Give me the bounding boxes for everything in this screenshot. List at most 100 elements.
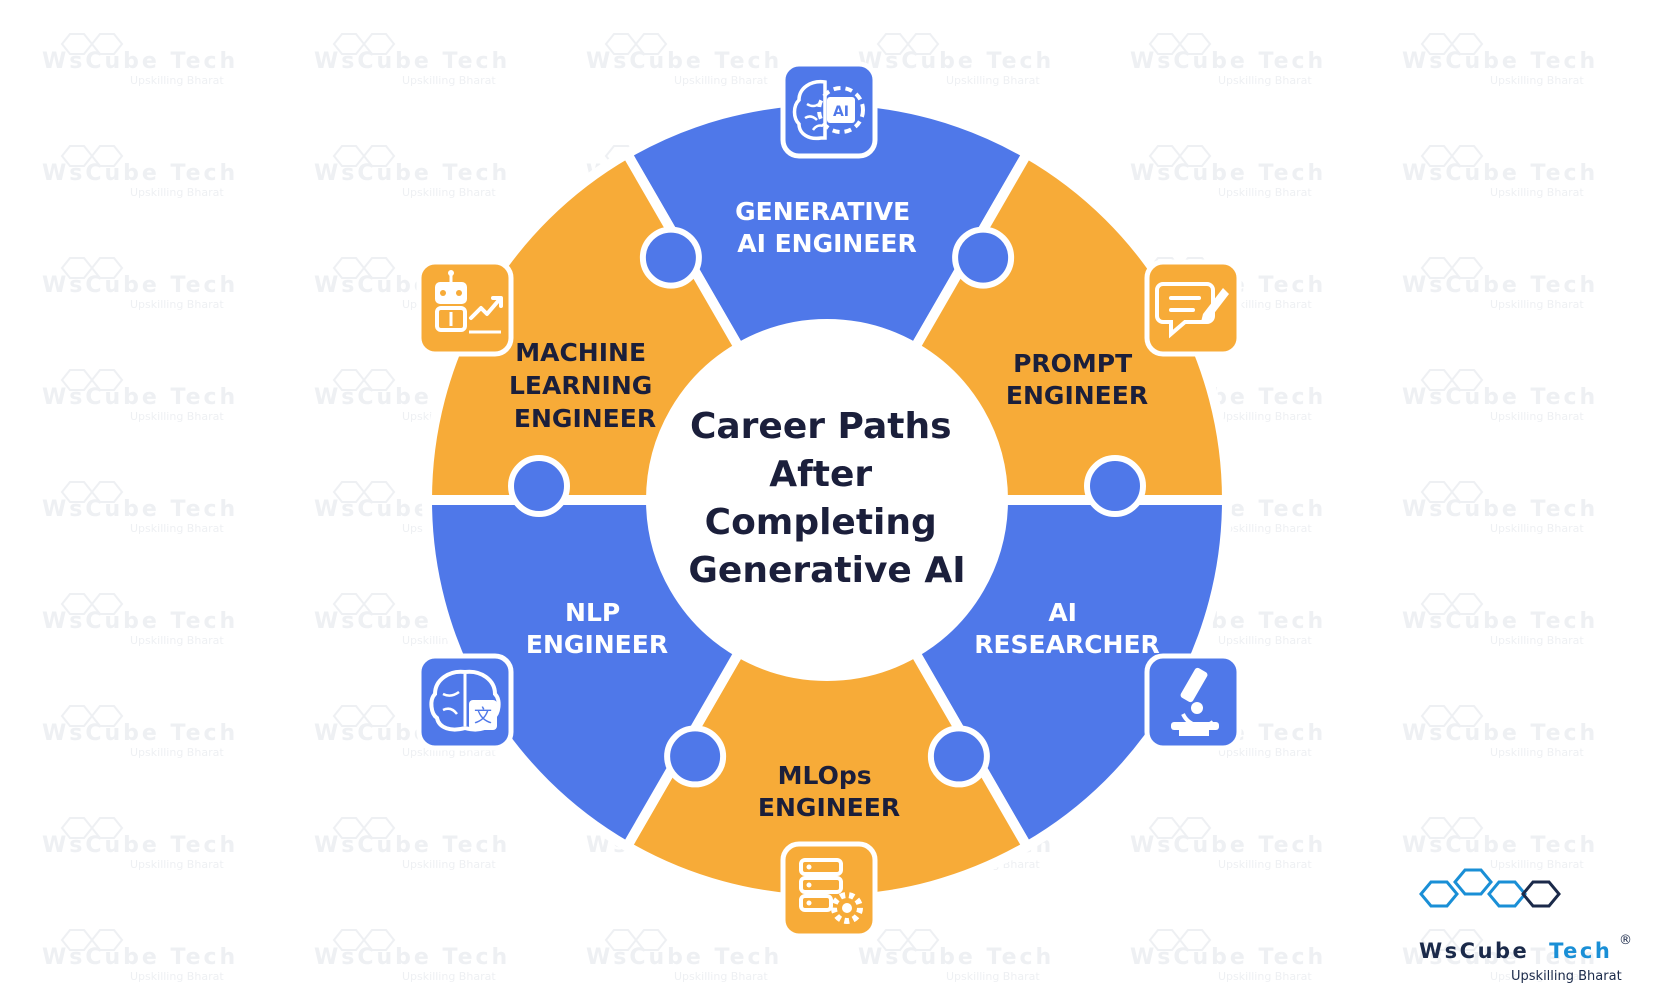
- logo-tagline: Upskilling Bharat: [1511, 969, 1622, 984]
- svg-text:WsCube Tech: WsCube Tech: [1130, 161, 1326, 186]
- svg-text:Upskilling Bharat: Upskilling Bharat: [130, 74, 224, 87]
- svg-text:WsCube Tech: WsCube Tech: [1402, 497, 1598, 522]
- segment-label-line: ENGINEER: [758, 793, 900, 822]
- svg-text:Upskilling Bharat: Upskilling Bharat: [1218, 746, 1312, 759]
- center-title-line: After: [769, 454, 872, 495]
- segment-label-line: LEARNING: [509, 371, 652, 400]
- robot-chart-icon: [416, 259, 514, 357]
- svg-text:Upskilling Bharat: Upskilling Bharat: [1490, 970, 1584, 983]
- logo-wordmark: WsCube Tech: [1419, 939, 1612, 963]
- svg-text:Upskilling Bharat: Upskilling Bharat: [402, 858, 496, 871]
- center-title: Career Paths After Completing Generative…: [688, 406, 965, 591]
- segment-label-line: AI ENGINEER: [737, 229, 917, 258]
- microscope-icon: [1144, 653, 1242, 751]
- segment-label-line: NLP: [565, 598, 620, 627]
- svg-text:Upskilling Bharat: Upskilling Bharat: [674, 970, 768, 983]
- svg-text:WsCube Tech: WsCube Tech: [42, 609, 238, 634]
- svg-text:Upskilling Bharat: Upskilling Bharat: [1490, 634, 1584, 647]
- svg-text:WsCube Tech: WsCube Tech: [42, 161, 238, 186]
- puzzle-knob: [952, 226, 1015, 289]
- logo-brand-word: WsCube: [1419, 939, 1529, 963]
- svg-text:WsCube Tech: WsCube Tech: [858, 49, 1054, 74]
- segment-label-machine-learning-engineer: MACHINE LEARNING ENGINEER: [509, 338, 661, 433]
- center-title-line: Career Paths: [690, 406, 952, 447]
- svg-text:WsCube Tech: WsCube Tech: [42, 49, 238, 74]
- center-disc: Career Paths After Completing Generative…: [649, 322, 1005, 678]
- svg-text:Upskilling Bharat: Upskilling Bharat: [1490, 298, 1584, 311]
- svg-text:Upskilling Bharat: Upskilling Bharat: [1218, 74, 1312, 87]
- svg-text:WsCube Tech: WsCube Tech: [314, 161, 510, 186]
- svg-text:Upskilling Bharat: Upskilling Bharat: [1218, 970, 1312, 983]
- puzzle-knob: [927, 725, 990, 788]
- svg-text:Upskilling Bharat: Upskilling Bharat: [130, 970, 224, 983]
- svg-text:WsCube Tech: WsCube Tech: [314, 49, 510, 74]
- puzzle-knob: [1084, 455, 1146, 517]
- segment-label-line: ENGINEER: [514, 404, 656, 433]
- svg-text:Upskilling Bharat: Upskilling Bharat: [402, 74, 496, 87]
- svg-text:Upskilling Bharat: Upskilling Bharat: [1218, 298, 1312, 311]
- svg-text:WsCube Tech: WsCube Tech: [42, 497, 238, 522]
- segment-label-line: RESEARCHER: [974, 630, 1160, 659]
- svg-text:WsCube Tech: WsCube Tech: [1402, 833, 1598, 858]
- center-title-line: Generative AI: [688, 550, 965, 591]
- puzzle-knob: [664, 725, 727, 788]
- svg-text:WsCube Tech: WsCube Tech: [42, 833, 238, 858]
- svg-text:WsCube Tech: WsCube Tech: [1402, 609, 1598, 634]
- svg-text:WsCube Tech: WsCube Tech: [314, 945, 510, 970]
- svg-text:Upskilling Bharat: Upskilling Bharat: [946, 970, 1040, 983]
- center-circle: [649, 322, 1005, 678]
- server-gear-icon: [780, 841, 878, 939]
- svg-text:Upskilling Bharat: Upskilling Bharat: [946, 74, 1040, 87]
- registered-mark: ®: [1619, 933, 1632, 948]
- svg-text:Upskilling Bharat: Upskilling Bharat: [1490, 522, 1584, 535]
- svg-text:Upskilling Bharat: Upskilling Bharat: [1490, 858, 1584, 871]
- svg-text:WsCube Tech: WsCube Tech: [586, 945, 782, 970]
- segment-label-line: GENERATIVE: [735, 197, 910, 226]
- svg-text:Upskilling Bharat: Upskilling Bharat: [130, 522, 224, 535]
- logo-brand-tech: Tech: [1549, 939, 1612, 963]
- svg-text:Upskilling Bharat: Upskilling Bharat: [1490, 74, 1584, 87]
- svg-text:Upskilling Bharat: Upskilling Bharat: [130, 746, 224, 759]
- svg-text:Upskilling Bharat: Upskilling Bharat: [1218, 410, 1312, 423]
- svg-text:Upskilling Bharat: Upskilling Bharat: [674, 74, 768, 87]
- svg-text:WsCube Tech: WsCube Tech: [42, 273, 238, 298]
- svg-text:WsCube Tech: WsCube Tech: [42, 945, 238, 970]
- svg-text:WsCube Tech: WsCube Tech: [1130, 833, 1326, 858]
- svg-text:文: 文: [474, 706, 492, 727]
- svg-text:Upskilling Bharat: Upskilling Bharat: [1218, 858, 1312, 871]
- svg-text:WsCube Tech: WsCube Tech: [314, 833, 510, 858]
- svg-text:WsCube Tech: WsCube Tech: [1402, 721, 1598, 746]
- segment-label-line: ENGINEER: [1006, 381, 1148, 410]
- svg-text:Upskilling Bharat: Upskilling Bharat: [1218, 634, 1312, 647]
- segment-label-line: MACHINE: [515, 338, 646, 367]
- svg-text:Upskilling Bharat: Upskilling Bharat: [1218, 186, 1312, 199]
- svg-text:WsCube Tech: WsCube Tech: [1402, 385, 1598, 410]
- svg-text:Upskilling Bharat: Upskilling Bharat: [1490, 410, 1584, 423]
- center-title-line: Completing: [705, 502, 937, 543]
- ai-brain-gear-icon: AI: [780, 61, 878, 159]
- svg-text:Upskilling Bharat: Upskilling Bharat: [130, 298, 224, 311]
